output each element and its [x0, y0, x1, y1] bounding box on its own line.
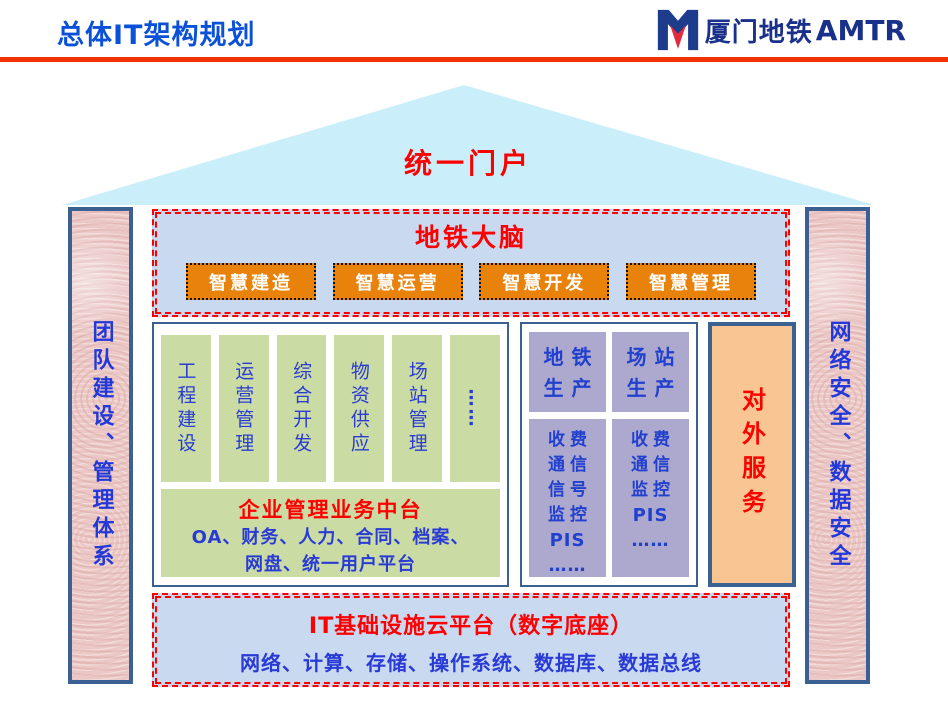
- it-foundation-body: 网络、计算、存储、操作系统、数据库、数据总线: [240, 651, 702, 675]
- page-title: 总体IT架构规划: [57, 20, 256, 51]
- xiamen-metro-logo-icon: [657, 9, 698, 51]
- metro-brain-title: 地铁大脑: [414, 223, 527, 252]
- chip-smart-operation: 智慧运营: [332, 263, 463, 300]
- pillar-network-security: 网络安全、数据安全: [805, 207, 870, 684]
- column-ellipsis: ……: [450, 335, 500, 482]
- company-logo: 厦门地铁 AMTR: [657, 9, 906, 51]
- chip-smart-management: 智慧管理: [625, 263, 756, 300]
- it-foundation-title: IT基础设施云平台（数字底座）: [308, 614, 634, 639]
- smart-modules-row: 智慧建造 智慧运营 智慧开发 智慧管理: [186, 263, 756, 300]
- business-panel: 工程建设 运营管理 综合开发 物资供应 场站管理 …… 企业管理业务中台 OA、…: [152, 322, 509, 587]
- production-panel: 地铁 生产 场站 生产 收费 通信 信号 监控 PIS …… 收费 通信 监控 …: [520, 322, 698, 587]
- column-stations: 场站管理: [392, 335, 443, 482]
- metro-systems-box: 收费 通信 信号 监控 PIS ……: [529, 419, 606, 577]
- chip-smart-construction: 智慧建造: [186, 263, 316, 300]
- column-operations: 运营管理: [218, 335, 269, 482]
- external-services-box: 对外服务: [708, 322, 796, 587]
- enterprise-platform-line1: OA、财务、人力、合同、档案、: [191, 527, 470, 548]
- metro-brain-box: 地铁大脑 智慧建造 智慧运营 智慧开发 智慧管理: [152, 209, 790, 317]
- unified-portal-label: 统一门户: [403, 147, 532, 180]
- logo-text-en: AMTR: [815, 13, 906, 47]
- station-systems-box: 收费 通信 监控 PIS ……: [612, 419, 689, 577]
- pillar-left-label: 团队建设、管理体系: [88, 319, 114, 572]
- column-materials: 物资供应: [334, 335, 385, 482]
- chip-smart-development: 智慧开发: [479, 263, 610, 300]
- enterprise-platform-box: 企业管理业务中台 OA、财务、人力、合同、档案、 网盘、统一用户平台: [161, 489, 500, 577]
- enterprise-platform-line2: 网盘、统一用户平台: [245, 554, 416, 575]
- business-columns: 工程建设 运营管理 综合开发 物资供应 场站管理 ……: [161, 335, 500, 482]
- enterprise-platform-title: 企业管理业务中台: [238, 498, 423, 522]
- metro-production-box: 地铁 生产: [529, 332, 606, 412]
- column-engineering: 工程建设: [161, 335, 211, 482]
- column-development: 综合开发: [276, 335, 327, 482]
- external-services-label: 对外服务: [737, 386, 766, 523]
- pillar-right-label: 网络安全、数据安全: [825, 319, 851, 572]
- logo-text-cn: 厦门地铁: [704, 17, 813, 48]
- it-foundation-box: IT基础设施云平台（数字底座） 网络、计算、存储、操作系统、数据库、数据总线: [152, 593, 790, 687]
- station-production-box: 场站 生产: [612, 332, 689, 412]
- pillar-team-building: 团队建设、管理体系: [68, 207, 133, 684]
- header-divider: [0, 57, 948, 62]
